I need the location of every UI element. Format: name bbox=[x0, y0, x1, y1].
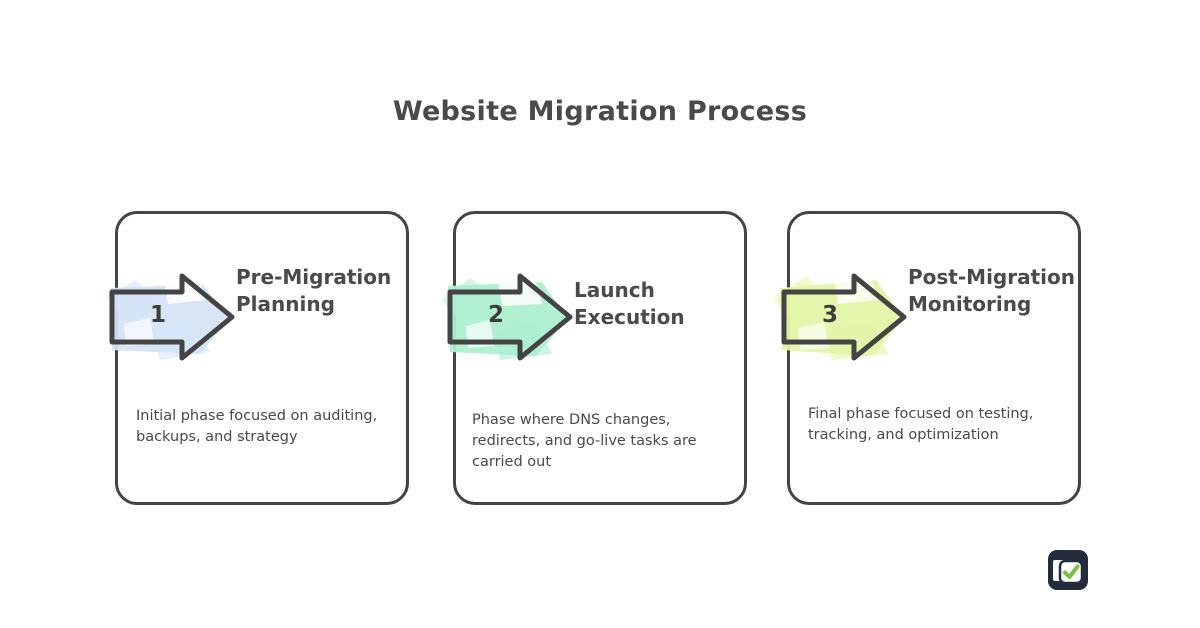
step-arrow-1: 1 bbox=[106, 273, 236, 361]
page-title: Website Migration Process bbox=[392, 96, 808, 127]
arrow-outline-2 bbox=[447, 273, 573, 361]
process-step-card-1[interactable]: 1 Pre-Migration Planning Initial phase f… bbox=[106, 211, 409, 505]
check-icon bbox=[1063, 564, 1080, 579]
step-title-3: Post-Migration Monitoring bbox=[908, 265, 1075, 316]
process-step-card-3[interactable]: 3 Post-Migration Monitoring Final phase … bbox=[774, 211, 1081, 505]
step-title-2: Launch Execution bbox=[574, 278, 685, 329]
step-arrow-3: 3 bbox=[774, 273, 908, 361]
step-description-2: Phase where DNS changes, redirects, and … bbox=[472, 412, 697, 470]
step-title-1: Pre-Migration Planning bbox=[236, 265, 392, 316]
arrow-outline-1 bbox=[109, 273, 235, 361]
step-number-3: 3 bbox=[821, 302, 838, 328]
process-steps-row: 1 Pre-Migration Planning Initial phase f… bbox=[0, 211, 1200, 511]
arrow-outline-3 bbox=[781, 273, 907, 361]
process-step-card-2[interactable]: 2 Launch Execution Phase where DNS chang… bbox=[442, 211, 747, 505]
step-arrow-2: 2 bbox=[442, 273, 574, 361]
step-number-1: 1 bbox=[149, 302, 166, 328]
checklist-check-logo[interactable] bbox=[1046, 548, 1090, 592]
step-description-3: Final phase focused on testing, tracking… bbox=[808, 406, 1034, 443]
step-number-2: 2 bbox=[487, 302, 504, 328]
step-description-1: Initial phase focused on auditing, backu… bbox=[136, 408, 378, 445]
